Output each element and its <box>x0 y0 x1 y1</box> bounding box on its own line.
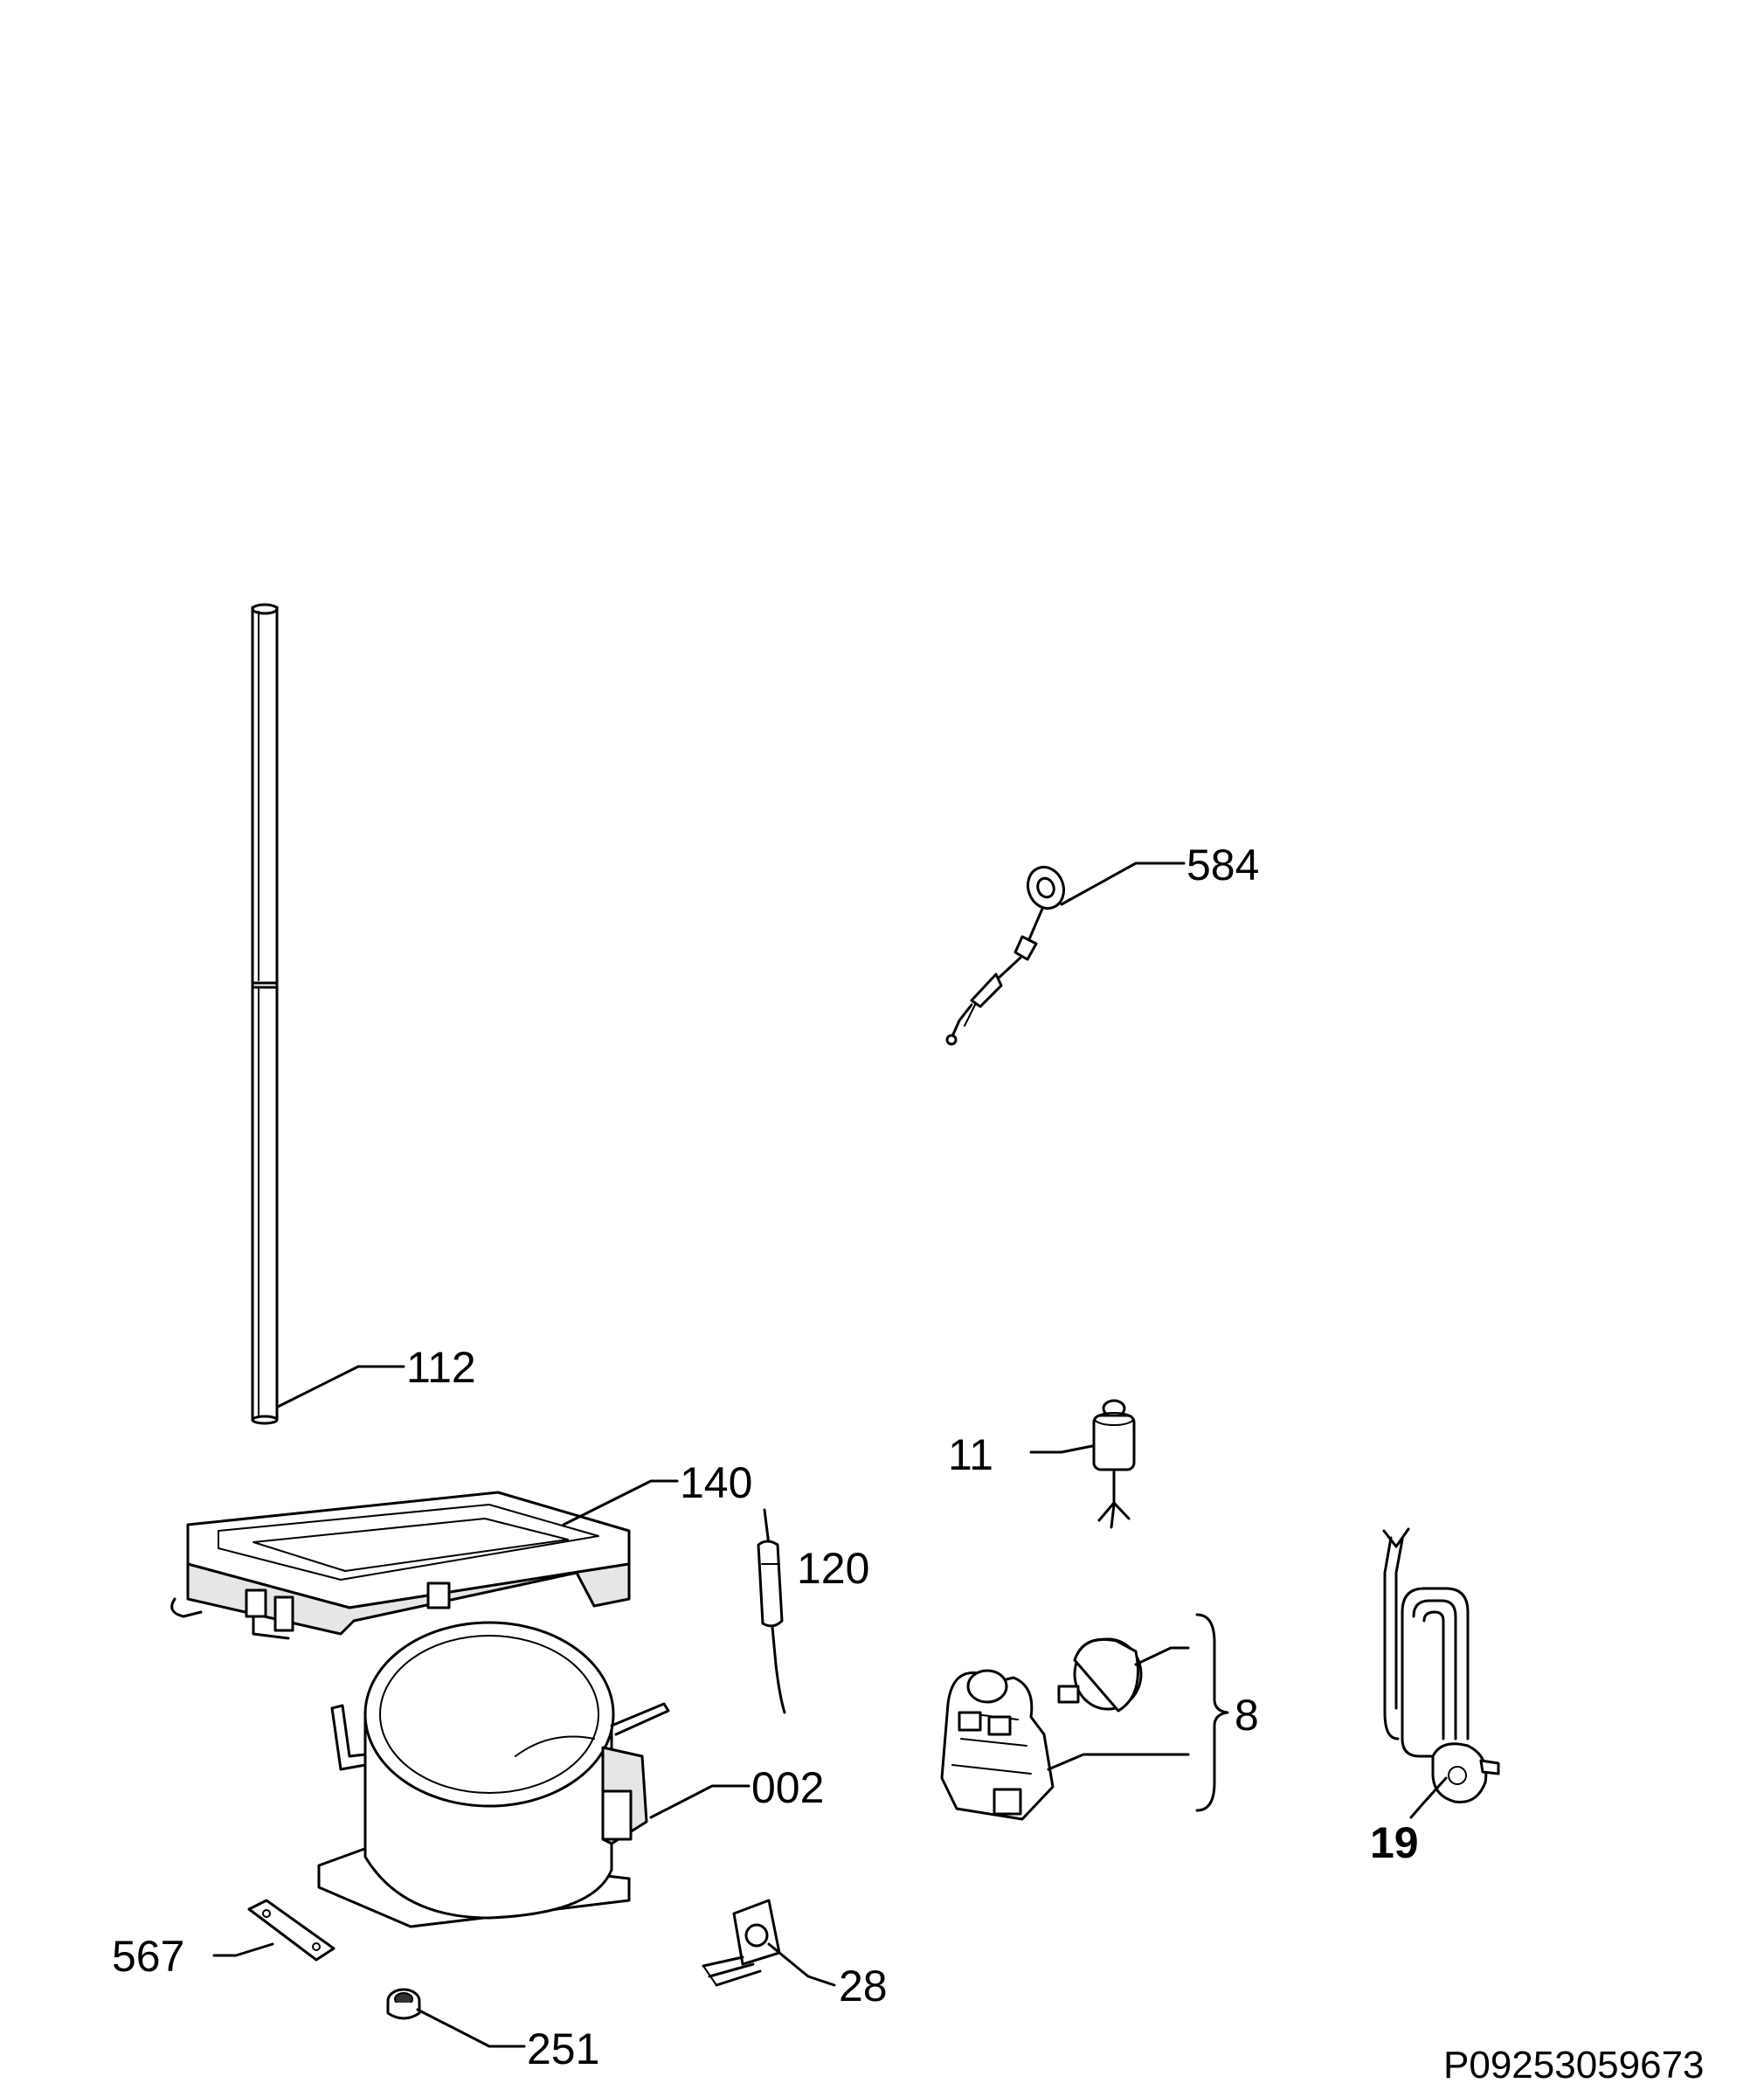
part-label-19: 19 <box>1370 1818 1419 1867</box>
document-code: P09253059673 <box>1443 2044 1705 2087</box>
part-140-base-plate <box>170 1491 631 1640</box>
part-label-567: 567 <box>112 1932 184 1981</box>
part-8-relay-kit <box>940 1637 1143 1821</box>
part-label-584: 584 <box>1186 841 1259 889</box>
part-label-28: 28 <box>839 1962 888 2010</box>
leader-8-relay <box>1047 1753 1190 1771</box>
part-label-112: 112 <box>406 1343 476 1392</box>
part-567-strip <box>247 1899 336 1962</box>
bracket-8 <box>1195 1613 1229 1812</box>
part-28-clip <box>702 1899 781 1987</box>
part-label-120: 120 <box>797 1544 869 1593</box>
leader-584 <box>1060 862 1186 906</box>
part-label-251: 251 <box>527 2024 599 2073</box>
part-label-11: 11 <box>948 1430 993 1479</box>
part-11-component <box>1092 1399 1136 1529</box>
leader-112 <box>276 1365 405 1408</box>
leader-19 <box>1409 1776 1448 1819</box>
part-002-compressor <box>317 1621 670 1928</box>
part-label-002: 002 <box>751 1763 824 1812</box>
leader-002 <box>649 1784 751 1819</box>
part-label-140: 140 <box>680 1458 752 1507</box>
leader-567 <box>212 1942 274 1957</box>
leader-8-protector <box>1134 1646 1190 1666</box>
part-120-filter-drier <box>757 1508 786 1714</box>
part-label-8: 8 <box>1235 1691 1259 1740</box>
part-251-grommet <box>386 1988 421 2020</box>
leader-140 <box>562 1479 679 1526</box>
part-584-sensor <box>945 865 1066 1046</box>
part-19-power-cord <box>1382 1527 1500 1804</box>
leader-251 <box>416 2008 526 2048</box>
leader-11 <box>1029 1444 1094 1454</box>
part-112-tube <box>251 603 279 1425</box>
leader-28 <box>767 1942 836 1987</box>
